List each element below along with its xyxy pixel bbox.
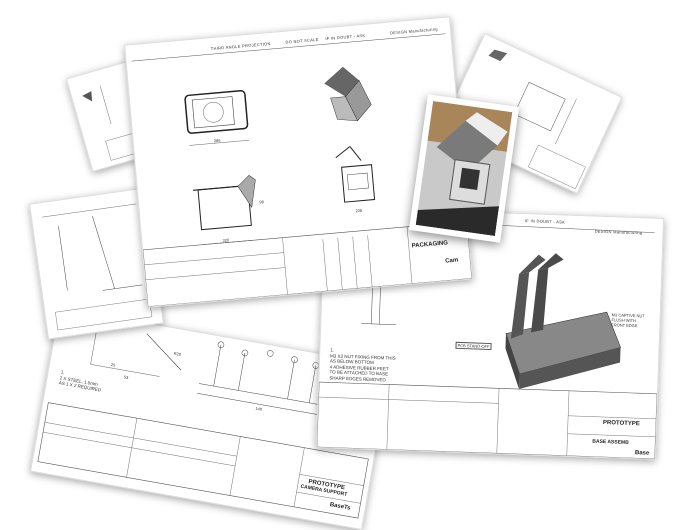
dimension-label: 320 [222, 237, 230, 243]
base-assembly-status: PROTOTYPE [602, 419, 640, 428]
bracket-linework [41, 203, 153, 331]
base-assembly-drawing-number: Base [634, 450, 650, 457]
camera-support-linework [37, 320, 369, 519]
small-part-drawing-sheet [65, 61, 155, 172]
base-assembly-title: BASE ASSEMB [592, 438, 629, 446]
packaging-linework [131, 33, 472, 307]
dimension-label: 25 [110, 361, 116, 368]
bracket-drawing-sheet [29, 187, 164, 340]
callout-pcb-standoff: PCB STAND-OFF [455, 341, 492, 351]
prototype-photo [415, 101, 513, 236]
packaging-drawing-number: Cam [444, 257, 459, 265]
prototype-photo-print [408, 94, 520, 243]
top-right-drawing-sheet [439, 32, 623, 195]
dimension-label: 235 [355, 207, 363, 214]
dimension-label: 53 [123, 374, 129, 381]
callout-captive-nut: M3 CAPTIVE NUT FLUSH WITH FRONT EDGE [611, 312, 645, 329]
dimension-label: 140 [255, 405, 263, 412]
base-assembly-notes: 1. M3 X3 NUT FIXING FROM THIS AS BELOW B… [329, 347, 396, 382]
small-part-linework [82, 85, 148, 161]
dimension-label: 98 [259, 199, 264, 205]
camera-support-drawing-sheet: 1. 2 X STEEL, 1.5mm AS 1 X 2 REQUIRED R2… [30, 307, 391, 530]
dimension-label: R20 [173, 350, 182, 357]
top-right-linework [488, 49, 586, 190]
dimension-label: 286 [213, 137, 221, 144]
packaging-drawing-sheet: THIRD ANGLE PROJECTION DO NOT SCALE IF I… [124, 16, 473, 308]
